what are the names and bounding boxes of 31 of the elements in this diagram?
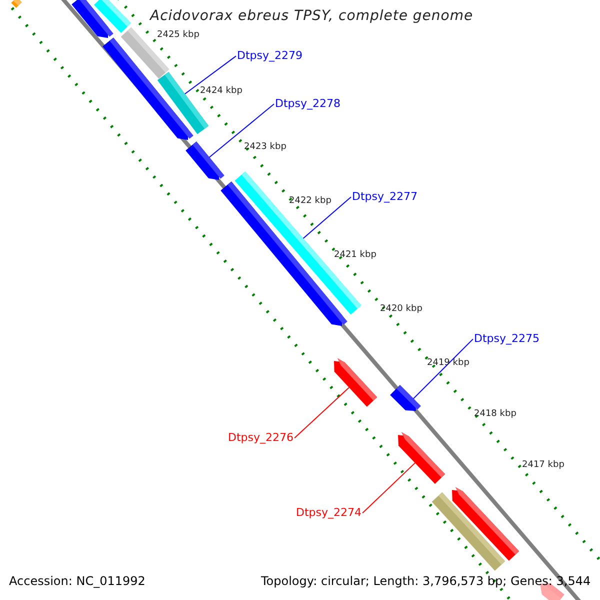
tick-label: 2425 kbp bbox=[157, 31, 200, 41]
topology-text: Topology: circular; Length: 3,796,573 bp; Genes: 3,544 bbox=[261, 575, 591, 588]
leader-line bbox=[294, 387, 350, 439]
gene-block bbox=[390, 385, 421, 411]
gene-block bbox=[72, 0, 114, 38]
tick-label: 2421 kbp bbox=[334, 251, 376, 261]
gene-label: Dtpsy_2278 bbox=[275, 98, 341, 110]
tick-label: 2417 kbp bbox=[522, 461, 564, 471]
gene-block bbox=[398, 432, 446, 484]
gene-label: Dtpsy_2279 bbox=[237, 50, 303, 62]
tick-label: 2423 kbp bbox=[244, 143, 286, 153]
leader-line bbox=[208, 104, 274, 158]
gene-block bbox=[334, 358, 378, 407]
tick-label: 2420 kbp bbox=[380, 305, 422, 315]
tick-label: 2419 kbp bbox=[427, 359, 470, 369]
leader-line bbox=[362, 462, 416, 514]
gene-label: Dtpsy_2275 bbox=[474, 333, 540, 346]
leader-line bbox=[412, 338, 474, 400]
accession-text: Accession: NC_011992 bbox=[9, 575, 146, 588]
gene-block bbox=[11, 0, 22, 8]
title: Acidovorax ebreus TPSY, complete genome bbox=[150, 9, 474, 24]
tick-label: 2418 kbp bbox=[474, 410, 516, 420]
gene-block bbox=[432, 492, 506, 571]
tick-label: 2422 kbp bbox=[289, 197, 332, 207]
gene-label: Dtpsy_2274 bbox=[296, 507, 362, 520]
leader-line bbox=[302, 196, 352, 239]
gene-label: Dtpsy_2276 bbox=[228, 432, 294, 444]
tick-label: 2424 kbp bbox=[200, 87, 242, 97]
gene-block bbox=[186, 142, 224, 180]
leader-line bbox=[184, 56, 236, 94]
gene-label: Dtpsy_2277 bbox=[352, 191, 418, 204]
